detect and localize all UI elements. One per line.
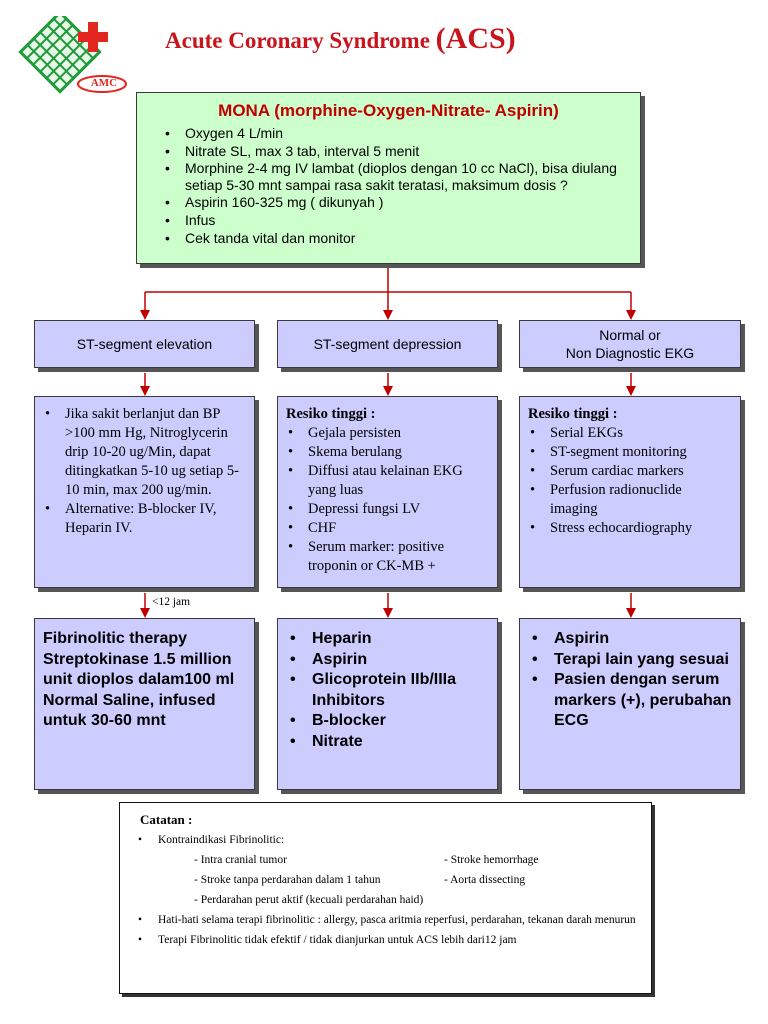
edge-label-12-jam: <12 jam bbox=[152, 596, 191, 608]
mona-item: Cek tanda vital dan monitor bbox=[147, 230, 630, 247]
list-item: ST-segment monitoring bbox=[528, 443, 732, 462]
list-item: Stress echocardiography bbox=[528, 519, 732, 538]
list-item: Serum cardiac markers bbox=[528, 462, 732, 481]
list-item: B-blocker bbox=[286, 711, 489, 732]
amc-logo: AMC bbox=[14, 10, 134, 96]
mona-title: MONA (morphine-Oxygen-Nitrate- Aspirin) bbox=[218, 101, 559, 120]
list-item: Aspirin bbox=[286, 650, 489, 671]
contraindication-item: - Stroke hemorrhage bbox=[444, 854, 539, 866]
st-elevation-label: ST-segment elevation bbox=[76, 336, 213, 352]
notes-title: Catatan : bbox=[140, 812, 193, 827]
st-depression-box: ST-segment depression bbox=[277, 320, 498, 368]
mona-box: MONA (morphine-Oxygen-Nitrate- Aspirin) … bbox=[136, 92, 641, 264]
normal-ekg-label-line1: Normal or bbox=[599, 327, 661, 343]
title-main: Acute Coronary Syndrome bbox=[165, 28, 436, 53]
list-item: Gejala persisten bbox=[286, 424, 489, 443]
list-item: Diffusi atau kelainan EKG yang luas bbox=[286, 462, 489, 500]
st-elevation-box: ST-segment elevation bbox=[34, 320, 255, 368]
mona-item: Oxygen 4 L/min bbox=[147, 125, 630, 142]
list-item: CHF bbox=[286, 519, 489, 538]
list-item: Terapi lain yang sesuai bbox=[528, 650, 732, 671]
risk-label: Resiko tinggi : bbox=[528, 406, 618, 422]
contraindication-item: - Intra cranial tumor bbox=[194, 854, 287, 866]
contraindication-item: - Perdarahan perut aktif (kecuali perdar… bbox=[194, 894, 424, 906]
contraindication-label: Kontraindikasi Fibrinolitic: bbox=[138, 833, 641, 847]
mona-item: Morphine 2-4 mg IV lambat (dioplos denga… bbox=[147, 160, 630, 193]
st-depression-risk-box: Resiko tinggi : Gejala persisten Skema b… bbox=[277, 396, 498, 588]
mona-item: Infus bbox=[147, 212, 630, 229]
list-item: Jika sakit berlanjut dan BP >100 mm Hg, … bbox=[43, 405, 246, 500]
contraindication-item: - Aorta dissecting bbox=[444, 874, 526, 886]
page-title: Acute Coronary Syndrome (ACS) bbox=[165, 22, 516, 56]
list-item: Serial EKGs bbox=[528, 424, 732, 443]
normal-ekg-risk-list: Serial EKGs ST-segment monitoring Serum … bbox=[528, 424, 732, 538]
contraindication-row: - Intra cranial tumor - Stroke hemorrhag… bbox=[138, 853, 641, 867]
fibrinolitic-therapy-text: Fibrinolitic therapy Streptokinase 1.5 m… bbox=[43, 630, 235, 729]
st-depression-label: ST-segment depression bbox=[313, 336, 462, 352]
list-item: Nitrate bbox=[286, 732, 489, 753]
mona-list: Oxygen 4 L/min Nitrate SL, max 3 tab, in… bbox=[147, 125, 630, 246]
list-item: Pasien dengan serum markers (+), perubah… bbox=[528, 670, 732, 732]
fibrinolitic-therapy-box: Fibrinolitic therapy Streptokinase 1.5 m… bbox=[34, 618, 255, 790]
list-item: Aspirin bbox=[528, 629, 732, 650]
list-item: Glicoprotein IIb/IIIa Inhibitors bbox=[286, 670, 489, 711]
list-item: Perfusion radionuclide imaging bbox=[528, 481, 732, 519]
list-item: Alternative: B-blocker IV, Heparin IV. bbox=[43, 500, 246, 538]
contraindication-row: - Stroke tanpa perdarahan dalam 1 tahun … bbox=[138, 873, 641, 887]
fibrinolitic-time-note: Terapi Fibrinolitic tidak efektif / tida… bbox=[138, 933, 641, 947]
list-item: Skema berulang bbox=[286, 443, 489, 462]
contraindication-item: - Stroke tanpa perdarahan dalam 1 tahun bbox=[194, 874, 381, 886]
caution-note: Hati-hati selama terapi fibrinolitic : a… bbox=[138, 913, 641, 927]
normal-ekg-box: Normal or Non Diagnostic EKG bbox=[519, 320, 741, 368]
notes-box: Catatan : Kontraindikasi Fibrinolitic: -… bbox=[119, 802, 652, 994]
logo-text: AMC bbox=[90, 77, 118, 89]
mona-item: Nitrate SL, max 3 tab, interval 5 menit bbox=[147, 143, 630, 160]
st-depression-risk-list: Gejala persisten Skema berulang Diffusi … bbox=[286, 424, 489, 576]
normal-ekg-treatment-box: Aspirin Terapi lain yang sesuai Pasien d… bbox=[519, 618, 741, 790]
st-depression-treatment-list: Heparin Aspirin Glicoprotein IIb/IIIa In… bbox=[286, 629, 489, 752]
risk-label: Resiko tinggi : bbox=[286, 406, 376, 422]
st-elevation-list: Jika sakit berlanjut dan BP >100 mm Hg, … bbox=[43, 405, 246, 538]
contraindication-row: - Perdarahan perut aktif (kecuali perdar… bbox=[138, 893, 641, 907]
normal-ekg-label-line2: Non Diagnostic EKG bbox=[565, 345, 695, 361]
mona-item: Aspirin 160-325 mg ( dikunyah ) bbox=[147, 194, 630, 211]
normal-ekg-risk-box: Resiko tinggi : Serial EKGs ST-segment m… bbox=[519, 396, 741, 588]
st-elevation-management-box: Jika sakit berlanjut dan BP >100 mm Hg, … bbox=[34, 396, 255, 588]
list-item: Serum marker: positive troponin or CK-MB… bbox=[286, 538, 489, 576]
normal-ekg-treatment-list: Aspirin Terapi lain yang sesuai Pasien d… bbox=[528, 629, 732, 732]
title-acronym: (ACS) bbox=[435, 22, 516, 55]
list-item: Heparin bbox=[286, 629, 489, 650]
list-item: Depressi fungsi LV bbox=[286, 500, 489, 519]
st-depression-treatment-box: Heparin Aspirin Glicoprotein IIb/IIIa In… bbox=[277, 618, 498, 790]
